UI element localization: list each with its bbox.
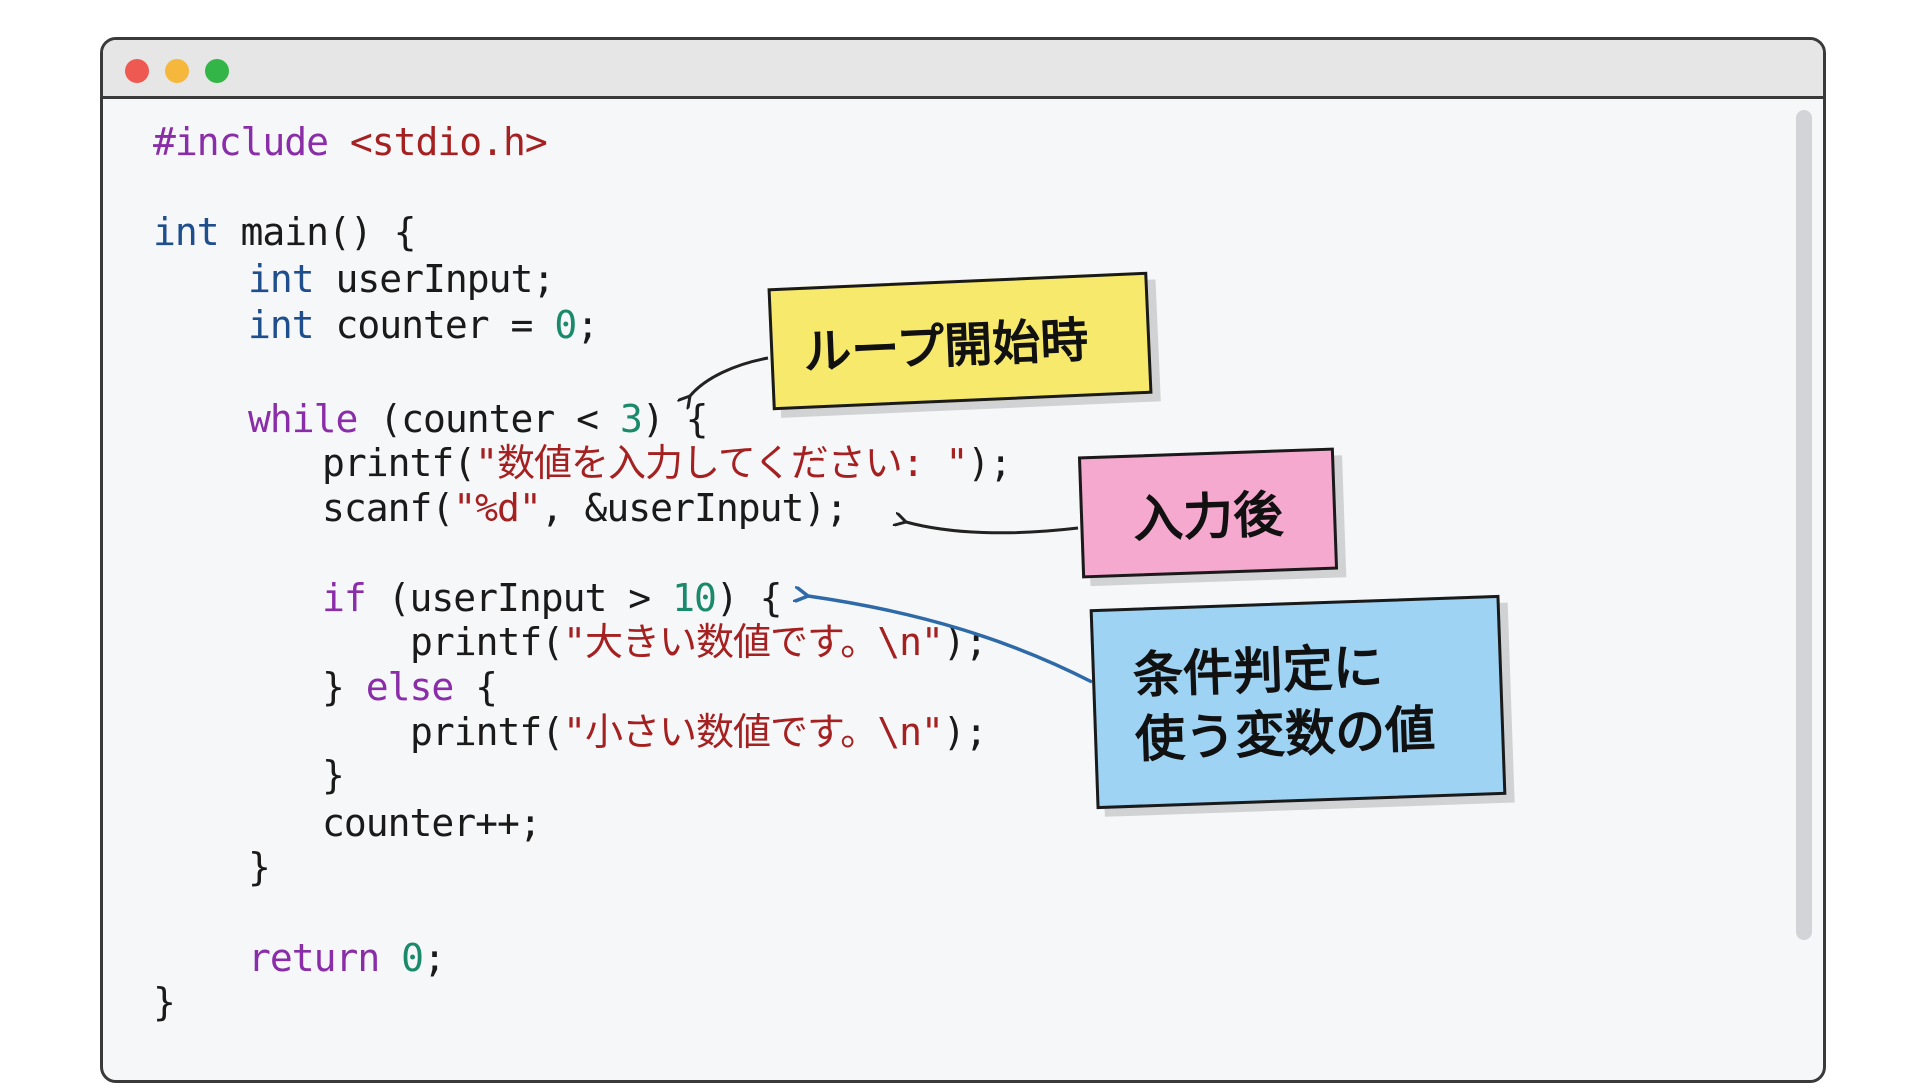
- code-token: ) {: [641, 397, 709, 441]
- code-token: ;: [576, 303, 599, 347]
- note-after-input: 入力後: [1077, 447, 1339, 579]
- code-token: "数値を入力してください: ": [475, 441, 968, 485]
- code-line: while (counter < 3) {: [248, 397, 709, 441]
- note-after-input-text: 入力後: [1132, 485, 1285, 549]
- minimize-button[interactable]: [165, 59, 189, 83]
- code-token: }: [322, 753, 345, 797]
- code-line: int counter = 0;: [248, 303, 599, 347]
- code-token: }: [248, 845, 271, 889]
- code-token: counter++;: [322, 801, 542, 845]
- code-token: printf(: [322, 441, 476, 485]
- code-token: int: [248, 257, 315, 301]
- code-token: 10: [672, 576, 717, 620]
- code-line: int main() {: [153, 210, 417, 254]
- code-token: }: [153, 980, 176, 1024]
- code-line: } else {: [322, 665, 498, 709]
- code-token: while: [248, 397, 358, 441]
- code-token: );: [967, 441, 1012, 485]
- code-line: }: [248, 845, 271, 889]
- close-button[interactable]: [125, 59, 149, 83]
- code-token: int: [153, 210, 220, 254]
- code-token: main() {: [218, 210, 417, 254]
- title-bar: [103, 40, 1823, 99]
- code-token: , &userInput);: [540, 486, 848, 530]
- code-token: [379, 936, 401, 980]
- code-line: #include <stdio.h>: [153, 120, 548, 164]
- code-token: <stdio.h>: [349, 120, 548, 164]
- code-line: printf("小さい数値です。\n");: [410, 710, 988, 754]
- code-token: ;: [423, 936, 446, 980]
- code-line: if (userInput > 10) {: [322, 576, 783, 620]
- code-line: int userInput;: [248, 257, 556, 301]
- code-token: 3: [619, 397, 643, 441]
- code-token: (userInput >: [365, 576, 673, 620]
- code-token: printf(: [410, 710, 564, 754]
- maximize-button[interactable]: [205, 59, 229, 83]
- code-line: }: [322, 753, 345, 797]
- code-line: scanf("%d", &userInput);: [322, 486, 848, 530]
- note-condition-line2: 使う変数の値: [1134, 700, 1437, 769]
- code-line: printf("大きい数値です。\n");: [410, 620, 988, 664]
- code-token: int: [248, 303, 315, 347]
- code-token: userInput;: [313, 257, 556, 301]
- code-token: 0: [554, 303, 577, 347]
- code-token: else: [365, 665, 455, 709]
- code-token: #include: [153, 120, 350, 164]
- code-token: "小さい数値です。\n": [563, 710, 944, 754]
- note-loop-start: ループ開始時: [767, 271, 1153, 411]
- code-token: if: [322, 576, 367, 620]
- code-token: "%d": [453, 486, 542, 530]
- code-token: ) {: [715, 576, 783, 620]
- scrollbar[interactable]: [1796, 110, 1812, 940]
- code-token: "大きい数値です。\n": [563, 620, 944, 664]
- note-condition: 条件判定に 使う変数の値: [1089, 594, 1507, 810]
- note-condition-line1: 条件判定に: [1131, 638, 1384, 705]
- code-window: [100, 37, 1826, 1083]
- code-token: printf(: [410, 620, 564, 664]
- code-token: );: [942, 620, 988, 664]
- code-token: }: [322, 665, 366, 709]
- code-line: counter++;: [322, 801, 542, 845]
- code-line: return 0;: [248, 936, 446, 980]
- code-token: return: [248, 936, 380, 980]
- code-line: printf("数値を入力してください: ");: [322, 441, 1012, 485]
- code-token: scanf(: [322, 486, 454, 530]
- code-token: );: [942, 710, 988, 754]
- note-loop-start-text: ループ開始時: [802, 312, 1090, 381]
- code-token: (counter <: [357, 397, 620, 441]
- code-line: }: [153, 980, 176, 1024]
- code-token: counter =: [313, 303, 555, 347]
- code-token: 0: [401, 936, 424, 980]
- code-token: {: [453, 665, 498, 709]
